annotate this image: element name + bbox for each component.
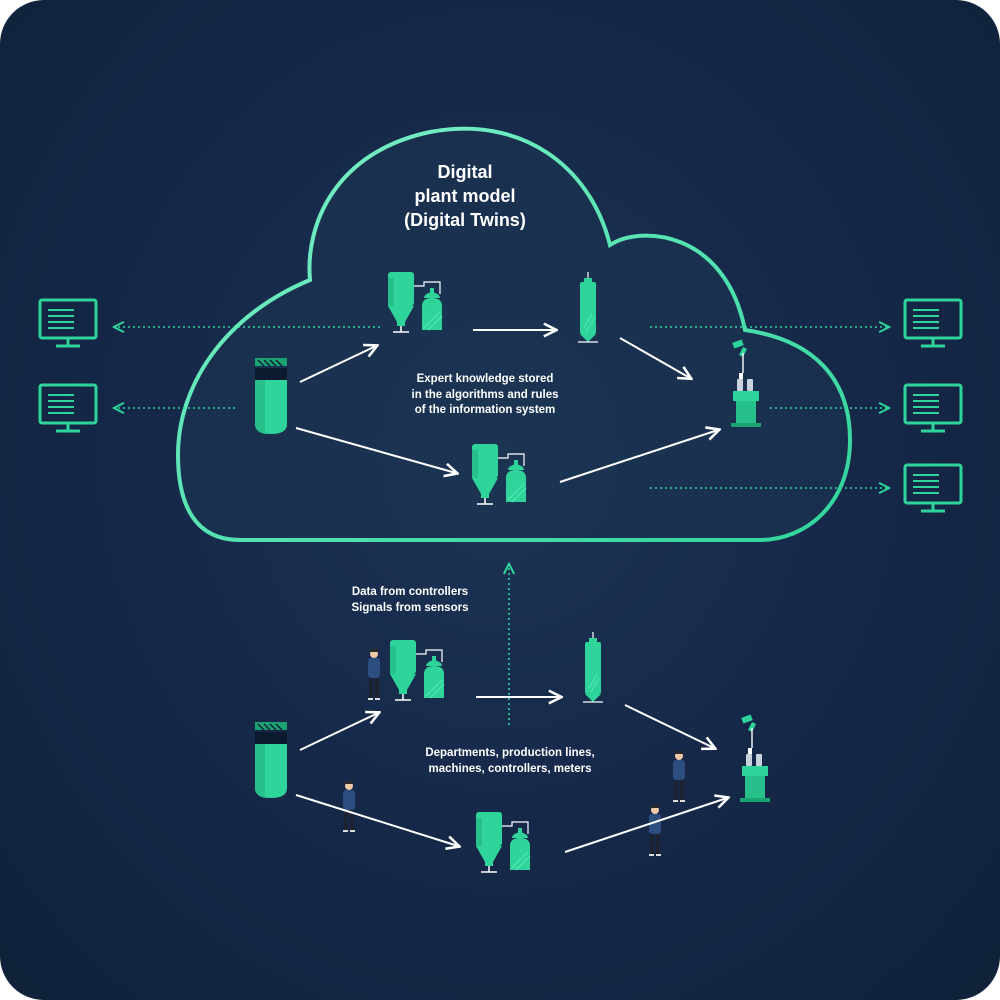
expert-knowledge-label: Expert knowledge stored in the algorithm… <box>411 373 559 416</box>
bottling-machine-icon <box>739 713 771 803</box>
cloud-title: Digital plant model (Digital Twins) <box>404 162 526 230</box>
flow-arrow <box>295 427 456 473</box>
storage-tank-icon <box>254 357 288 435</box>
flow-arrow <box>559 430 718 483</box>
mixer-silo-icon <box>389 639 445 701</box>
column-tank-icon <box>577 271 599 343</box>
monitor-icon <box>903 383 963 433</box>
monitor-icon <box>903 463 963 513</box>
storage-tank-icon <box>254 721 288 799</box>
flow-arrow <box>299 713 378 751</box>
monitor-icon <box>903 298 963 348</box>
worker-icon <box>649 805 661 856</box>
column-tank-icon <box>582 631 604 703</box>
monitor-icon <box>38 383 98 433</box>
flow-arrow <box>299 346 376 383</box>
worker-icon <box>343 781 355 832</box>
monitor-icon <box>38 298 98 348</box>
worker-icon <box>368 649 380 700</box>
data-sources-label: Data from controllers Signals from senso… <box>351 586 469 614</box>
physical-level-label: Departments, production lines, machines,… <box>425 747 595 775</box>
flow-arrow <box>624 704 714 748</box>
flow-arrow <box>564 798 727 853</box>
mixer-silo-icon <box>475 811 531 873</box>
flow-arrow <box>295 794 458 846</box>
worker-icon <box>673 751 685 802</box>
flow-arrow <box>619 337 690 378</box>
